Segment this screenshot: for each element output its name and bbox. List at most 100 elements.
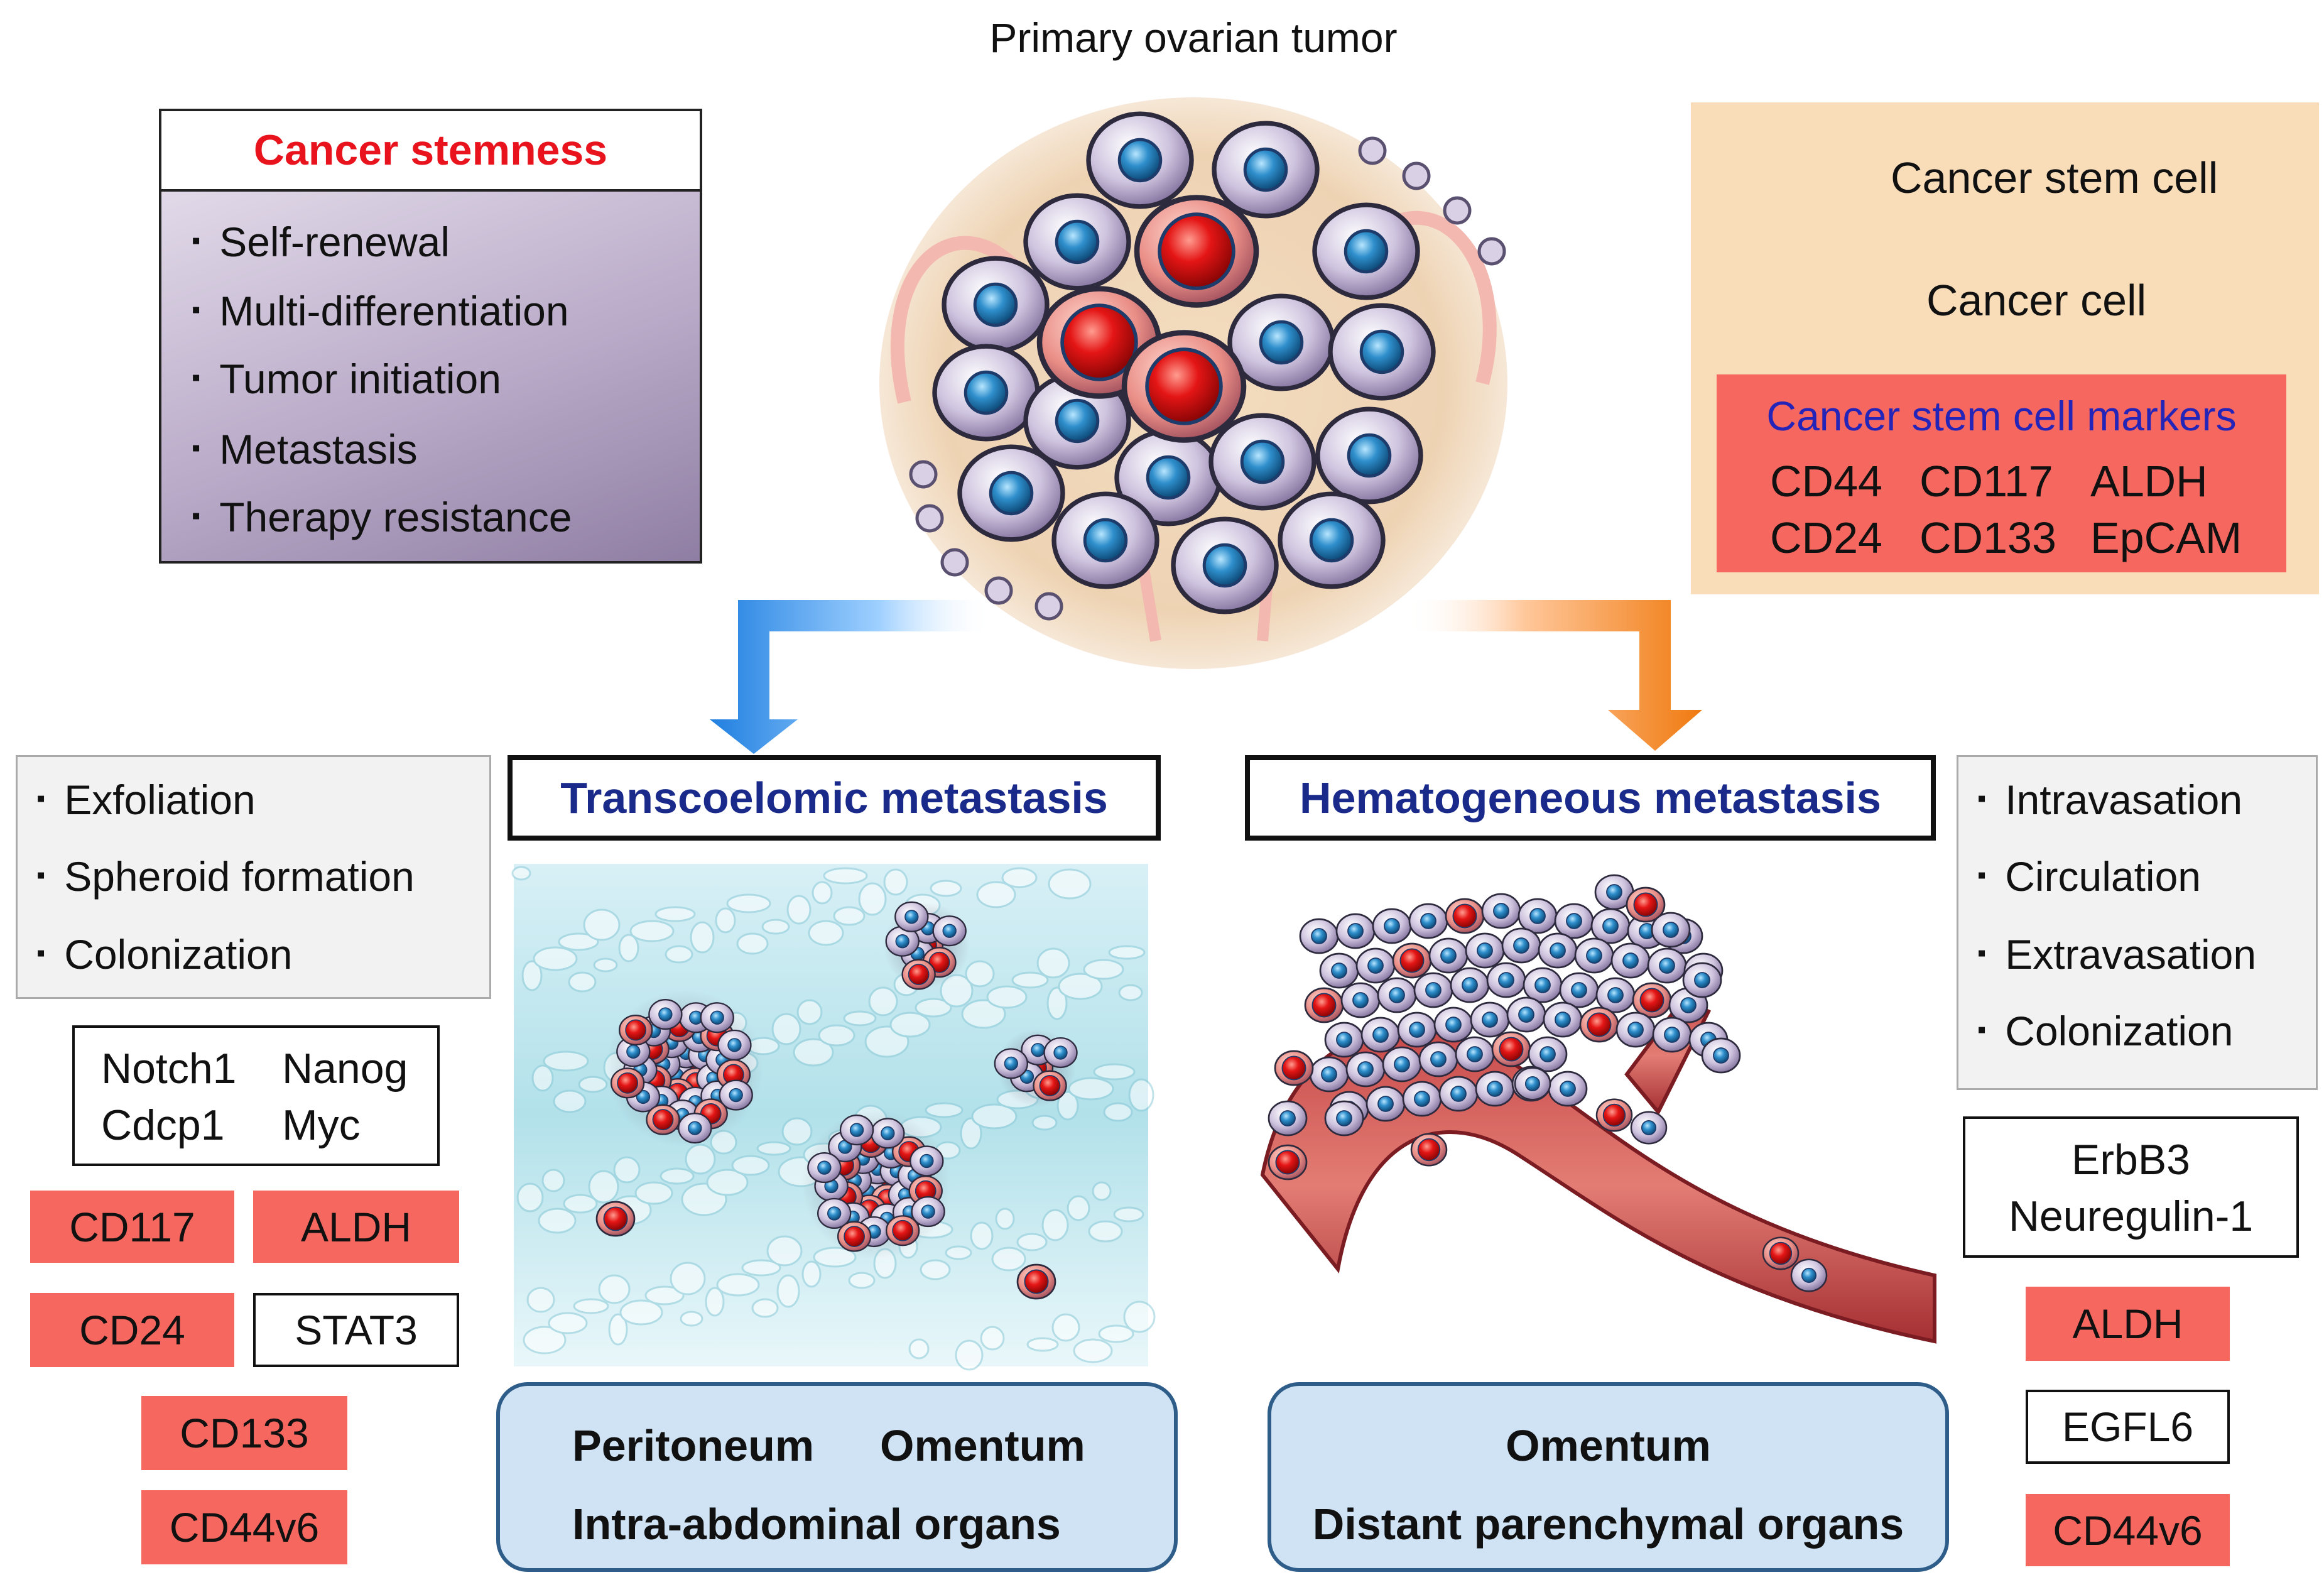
invading-cell [1274, 1050, 1314, 1086]
invading-cell [1538, 932, 1578, 969]
invading-cell [1413, 972, 1453, 1008]
arrow-to-transcoelomic [710, 600, 992, 754]
transcoelomic-title: Transcoelomic metastasis [508, 755, 1161, 841]
gene-label: Neuregulin-1 [2008, 1192, 2254, 1240]
invading-cell [1268, 1100, 1308, 1137]
arrow-to-hematogeneous [1407, 600, 1702, 751]
cancer-cell [1023, 193, 1131, 291]
invading-cell [1594, 874, 1634, 910]
invading-cell [1610, 942, 1651, 979]
invading-cell [1590, 908, 1631, 944]
invading-cell [1392, 942, 1432, 979]
invading-cell [1455, 1036, 1495, 1072]
spheroid-cell [648, 999, 683, 1030]
invading-cell [1450, 967, 1490, 1003]
circulating-cell [1762, 1236, 1800, 1270]
spheroid-cell [719, 1079, 753, 1111]
invading-cell [1506, 996, 1546, 1033]
transcoelomic-step: Exfoliation [36, 776, 256, 824]
spheroid-cell [871, 1118, 905, 1149]
organ-label: Intra-abdominal organs [572, 1500, 1061, 1549]
invading-cell [1543, 1001, 1583, 1038]
marker-label: CD117 [1919, 457, 2053, 506]
marker-label: CD133 [1919, 513, 2056, 562]
stem-cell [1121, 330, 1247, 443]
circulating-cell [1630, 1111, 1668, 1145]
transcoelomic-step: Spheroid formation [36, 853, 415, 900]
transcoelomic-illustration [511, 864, 1156, 1371]
spheroid-cell [1033, 1070, 1067, 1101]
gene-label: Notch1 [101, 1045, 237, 1093]
invading-cell [1360, 1017, 1401, 1053]
hematogeneous-organs-box: Omentum Distant parenchymal organs [1268, 1382, 1949, 1572]
spheroid-cell [994, 1048, 1028, 1079]
invading-cell [1548, 1071, 1588, 1107]
marker-label: CD24 [1770, 513, 1882, 562]
spheroid-cell [894, 901, 929, 932]
spheroid-cell [901, 959, 936, 990]
invading-cell [1574, 937, 1614, 974]
marker-cd133: CD133 [141, 1396, 347, 1470]
spheroid-cell [932, 915, 967, 947]
cancer-cell [1051, 491, 1159, 589]
invading-cell [1402, 1081, 1442, 1117]
invading-cell [1470, 1001, 1510, 1038]
circulating-cell [1790, 1258, 1828, 1292]
invading-cell [1418, 1041, 1458, 1077]
invading-cell [1309, 1056, 1349, 1093]
invading-cell [1528, 1036, 1568, 1072]
spheroid-cell [678, 1113, 712, 1144]
invading-cell [1554, 903, 1594, 939]
page-title: Primary ovarian tumor [989, 14, 1398, 61]
hematogeneous-step: Extravasation [1977, 930, 2256, 978]
cancer-cell [1171, 516, 1279, 614]
cancer-cell [1312, 202, 1420, 300]
gene-label: Cdcp1 [101, 1101, 225, 1149]
circulating-cell [1514, 1067, 1551, 1101]
organ-label: Distant parenchymal organs [1312, 1500, 1904, 1549]
spheroid-cell [910, 1145, 944, 1177]
hematogeneous-illustration [1260, 874, 1936, 1344]
cancer-cell [1212, 121, 1320, 219]
invading-cell [1304, 987, 1344, 1023]
transcoelomic-step: Colonization [36, 930, 292, 978]
cancer-cell [942, 256, 1050, 354]
spheroid-cell [610, 1067, 645, 1099]
stemness-item: Multi-differentiation [192, 287, 568, 335]
legend-cancer-cell-label: Cancer cell [1926, 276, 2147, 325]
invading-cell [1324, 1022, 1364, 1058]
circulating-cell [1595, 1098, 1633, 1132]
invading-cell [1647, 947, 1687, 984]
stemness-item: Metastasis [192, 425, 417, 473]
hematogeneous-title: Hematogeneous metastasis [1245, 755, 1936, 841]
cancer-cell [1086, 111, 1194, 209]
hematogeneous-genes-box: ErbB3 Neuregulin-1 [1963, 1116, 2299, 1258]
invading-cell [1491, 1031, 1531, 1067]
invading-cell [1701, 1037, 1741, 1074]
marker-cd44v6-hema: CD44v6 [2026, 1494, 2230, 1566]
stemness-item: Self-renewal [192, 218, 450, 266]
transcoelomic-steps-box: Exfoliation Spheroid formation Colonizat… [16, 755, 491, 999]
organ-label: Omentum [880, 1421, 1085, 1470]
gene-label: Myc [282, 1101, 361, 1149]
free-stem-cell [595, 1201, 636, 1237]
invading-cell [1372, 908, 1412, 944]
cancer-cell [1315, 406, 1423, 504]
legend-stem-cell-label: Cancer stem cell [1891, 153, 2218, 202]
invading-cell [1465, 932, 1505, 969]
spheroid-cell [886, 1215, 920, 1246]
invading-cell [1518, 898, 1558, 934]
invading-cell [1579, 1006, 1619, 1043]
invading-cell [1632, 982, 1672, 1018]
invading-cell [1366, 1086, 1406, 1122]
spheroid-cell [911, 1196, 945, 1228]
invading-cell [1559, 972, 1599, 1008]
spheroid-cell [817, 1197, 852, 1229]
hematogeneous-step: Intravasation [1977, 776, 2242, 824]
hematogeneous-step: Colonization [1977, 1007, 2233, 1055]
invading-cell [1682, 962, 1722, 998]
marker-label: CD44 [1770, 457, 1882, 506]
marker-cd24: CD24 [30, 1293, 234, 1367]
invading-cell [1397, 1011, 1437, 1048]
spheroid-cell [646, 1104, 680, 1135]
